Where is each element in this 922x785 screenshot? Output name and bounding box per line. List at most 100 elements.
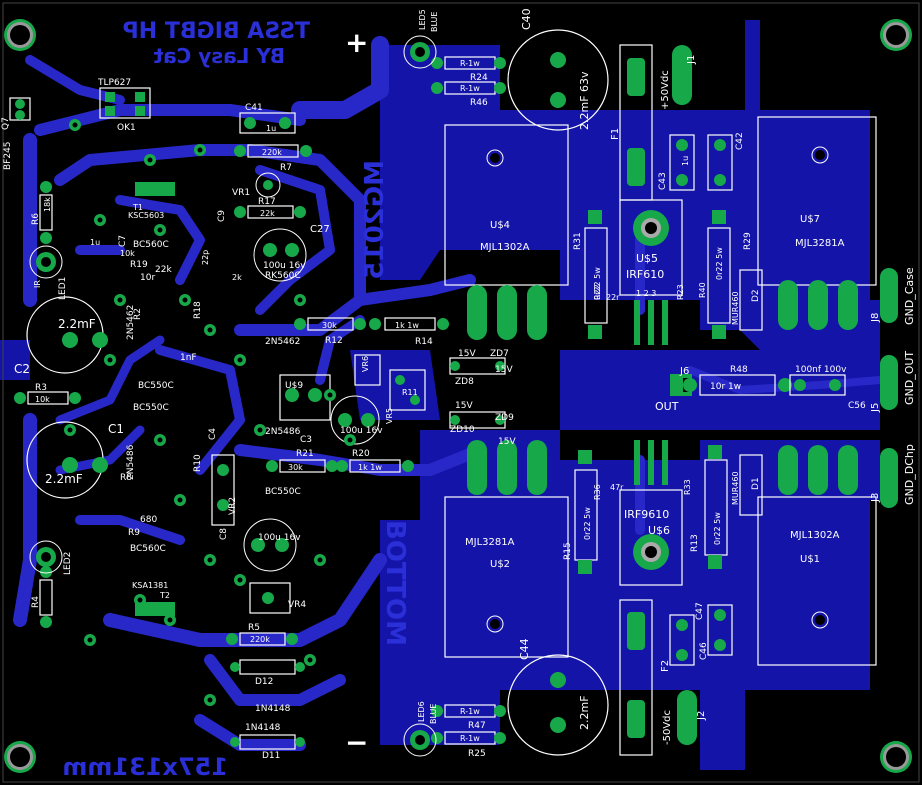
driver-mosfets: U$5 IRF610 1 2 3 IRF9610 U$6 (619, 199, 683, 586)
c1-value: 2.2mF (45, 472, 83, 486)
r22k-label: 22k (155, 265, 172, 275)
j5-net: GND_OUT (903, 351, 916, 405)
r12-value: 30k (322, 321, 337, 330)
r680-label: 680 (140, 515, 157, 525)
transistor-q-bottom: T2 KSA1381 (132, 581, 175, 616)
r12-label: R12 (325, 336, 343, 346)
c2-value: 2.2mF (58, 317, 96, 331)
r25-label: R25 (468, 749, 486, 759)
via-hole (207, 697, 213, 703)
resistor-r3: 10k R3 (14, 383, 81, 405)
resistor-r7: 220k R7 (234, 144, 312, 173)
via-hole (182, 297, 188, 303)
resistor-r17: 22k R17 (234, 197, 306, 219)
transistor-q-top: T1 KSC5603 (128, 182, 175, 220)
j2-voltage: -50Vdc (662, 710, 673, 745)
d2-part: MUR460 (731, 291, 740, 325)
d12-part: 1N4148 (255, 704, 291, 714)
c7-label: C7 (118, 235, 128, 247)
r7-label: R7 (280, 163, 292, 173)
zener-zd7-zd8: ZD7 ZD8 15V 15V (449, 349, 513, 387)
r10r-label: 10r (140, 273, 155, 283)
zener-zd9-zd10: 15V ZD9 ZD10 15V (449, 401, 516, 447)
bottom-mark: BOTTOM (380, 520, 410, 646)
r3-label: R3 (35, 383, 47, 393)
board-size: 157x131mm (62, 753, 228, 781)
diodes-d11-d12: D12 1N4148 1N4148 D11 (230, 659, 305, 761)
r5-value: 220k (250, 635, 270, 644)
r2-label: R2 (133, 308, 143, 320)
r10k-label: 10k (120, 249, 135, 258)
trimmer-vr2: VR2 (211, 454, 238, 526)
resistor-r12: 30k R12 (294, 317, 366, 346)
c1u-label: 1u (90, 238, 100, 247)
u4-label: U$4 (490, 220, 510, 231)
r2k-label: 2k (232, 273, 242, 282)
r9-label: R9 (128, 528, 140, 538)
j5-label: J5 (870, 403, 881, 413)
plus-sign: + (345, 26, 368, 59)
t1-label: T1 (132, 203, 143, 212)
d1-label: D1 (751, 477, 761, 490)
title-line-1: TSSA BIGBT HP (123, 19, 310, 44)
r20-label: R20 (352, 449, 370, 459)
r40-label: R40 (698, 282, 707, 298)
via-hole (197, 147, 203, 153)
mount-hole-top-right (880, 19, 912, 51)
c22p-label: 22p (201, 250, 210, 265)
c43-value: 1u (681, 156, 690, 166)
transistor-u4: U$4 MJL1302A (444, 124, 569, 340)
via-hole (147, 157, 153, 163)
c56-value: 100nf 100v (795, 365, 847, 375)
r3-value: 10k (35, 395, 50, 404)
c40-value: 2.2mF 63v (578, 71, 591, 130)
ok1-label: OK1 (117, 123, 136, 133)
c9-label: C9 (217, 210, 227, 222)
trimmer-vr6: VR6 (354, 354, 381, 386)
zd7-label: ZD7 (490, 349, 509, 359)
c41-value: 1u (266, 124, 276, 133)
q7-part: BF245 (3, 141, 13, 170)
small-resistors: R-1w R24 R-1w R46 R-1w R47 R-1w R25 220k… (14, 56, 506, 759)
via-hole (347, 437, 353, 443)
via-hole (237, 357, 243, 363)
via-hole (67, 427, 73, 433)
capacitor-c47: C47 (695, 602, 733, 656)
connectors: J1 +50Vdc J2 -50Vdc J6 OUT J8 GND_Case J… (655, 45, 916, 745)
capacitor-c56: 100nf 100v C56 (789, 365, 866, 411)
led5-color: BLUE (430, 12, 439, 32)
power-transistors: U$4 MJL1302A U$7 MJL3281A MJL3281A U$2 (444, 116, 877, 666)
c40-label: C40 (520, 8, 533, 30)
u1-label: U$1 (800, 554, 820, 565)
led1-ir: IR (33, 280, 42, 288)
title-line-2: BY Lasy Cat (153, 44, 285, 68)
resistor-r14: 1k 1w R14 (369, 317, 449, 347)
u4-part: MJL1302A (480, 242, 530, 253)
via-hole (207, 557, 213, 563)
c47-label: C47 (695, 602, 705, 620)
cap-c6: 100u 16v (330, 395, 383, 445)
resistor-r4: R4 (31, 566, 53, 628)
transistor-u7: U$7 MJL3281A (757, 116, 877, 330)
u2-part: MJL3281A (465, 537, 515, 548)
vr5-label: VR5 (385, 408, 394, 424)
r22r-label: 22r (606, 293, 620, 302)
optocoupler-ok1: TLP627 OK1 (97, 78, 151, 133)
r31-value: 0r22 5w (593, 267, 602, 300)
vias (64, 119, 356, 706)
led-led5: LED5 BLUE (403, 9, 439, 69)
j3-net: GND_DChp (903, 444, 916, 505)
r5-label: R5 (248, 623, 260, 633)
power-resistors: R31 0r22 5w R29 0r22 5w R15 0r22 5w R13 … (563, 210, 792, 574)
f1-label: F1 (610, 128, 621, 140)
resistor-r13: R13 0r22 5w (690, 445, 728, 569)
vr4-label: VR4 (288, 600, 306, 610)
r47-value: R-1w (460, 707, 480, 716)
d2-label: D2 (751, 289, 761, 302)
vr1-label: VR1 (232, 188, 250, 198)
j6-out-label: OUT (655, 400, 679, 413)
cap-c27: 100u 16v C27 (253, 224, 330, 282)
r11-label: R11 (402, 388, 418, 397)
